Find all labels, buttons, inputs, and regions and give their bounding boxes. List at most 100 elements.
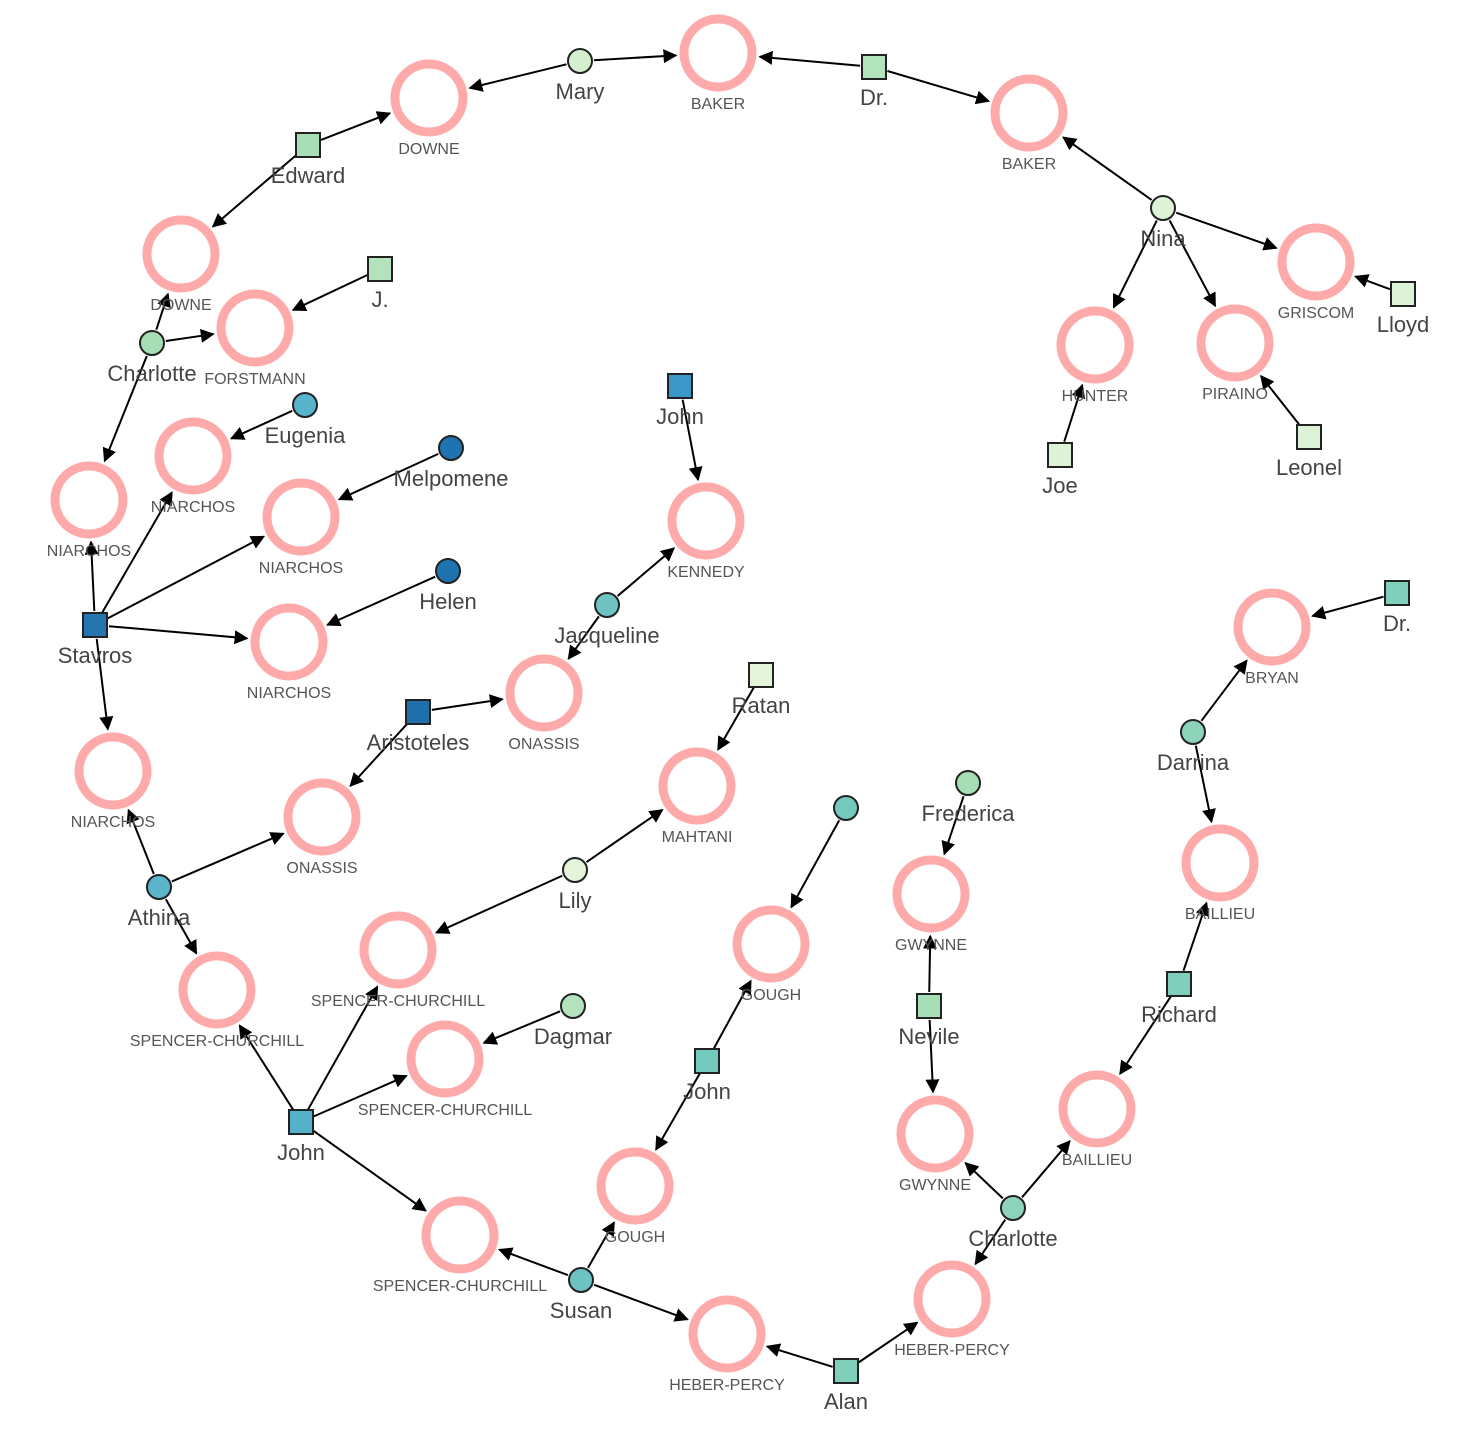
family-node[interactable]: NIARCHOS	[259, 478, 343, 577]
edge-p3-f3	[320, 111, 392, 141]
edge-p24-f23	[655, 1072, 701, 1151]
person-node[interactable]: Frederica	[922, 770, 1016, 826]
family-node[interactable]: BAILLIEU	[1181, 824, 1259, 923]
person-node[interactable]: Ratan	[732, 662, 791, 718]
person-node[interactable]: Darrina	[1157, 719, 1230, 775]
edge-p2-f2	[887, 70, 991, 105]
edge-p4-f2	[1062, 136, 1153, 201]
family-node[interactable]: KENNEDY	[667, 482, 745, 581]
nodes-layer: BAKERBAKERDOWNEDOWNEFORSTMANNGRISCOMHUNT…	[47, 14, 1430, 1414]
family-label: GWYNNE	[899, 1177, 971, 1194]
family-node[interactable]: GWYNNE	[892, 855, 970, 954]
person-node[interactable]: J.	[367, 256, 393, 312]
person-square-marker	[1047, 442, 1073, 468]
family-node[interactable]: BAKER	[990, 74, 1068, 173]
edge-p23-f18	[238, 1024, 295, 1111]
family-node[interactable]: GRISCOM	[1277, 223, 1355, 322]
family-ring	[896, 1095, 974, 1173]
edge-p18-f13	[126, 808, 155, 875]
family-node[interactable]: SPENCER-CHURCHILL	[373, 1196, 547, 1295]
family-node[interactable]: FORSTMANN	[204, 289, 306, 388]
person-label: Mary	[556, 79, 605, 104]
family-node[interactable]: NIARCHOS	[247, 603, 331, 702]
family-node[interactable]: HUNTER	[1056, 306, 1134, 405]
person-label: Helen	[419, 589, 476, 614]
family-ring	[421, 1196, 499, 1274]
family-ring	[892, 855, 970, 933]
person-circle-marker	[562, 857, 588, 883]
person-node[interactable]: Lily	[558, 857, 592, 913]
family-node[interactable]: HEBER-PERCY	[894, 1260, 1010, 1359]
person-node[interactable]: Melpomene	[394, 435, 509, 491]
edge-p29-f23	[587, 1221, 615, 1269]
person-label: John	[656, 404, 704, 429]
edge-p23-f21	[311, 1129, 427, 1212]
family-node[interactable]: NIARCHOS	[47, 461, 131, 560]
person-node[interactable]: Dagmar	[534, 993, 612, 1049]
family-node[interactable]: SPENCER-CHURCHILL	[311, 911, 485, 1010]
edge-p13-f11	[106, 535, 266, 620]
family-ring	[250, 603, 328, 681]
family-node[interactable]: GWYNNE	[896, 1095, 974, 1194]
person-node[interactable]: Eugenia	[265, 392, 347, 448]
person-node[interactable]: Dr.	[1383, 580, 1411, 636]
person-circle-marker	[568, 1267, 594, 1293]
family-node[interactable]: GOUGH	[596, 1147, 674, 1246]
family-node[interactable]: BAKER	[679, 14, 757, 113]
person-node[interactable]: Charlotte	[107, 330, 197, 386]
person-node[interactable]: Susan	[550, 1267, 612, 1323]
family-label: SPENCER-CHURCHILL	[358, 1102, 532, 1119]
person-node[interactable]: Edward	[271, 132, 346, 188]
family-label: NIARCHOS	[259, 560, 343, 577]
family-node[interactable]: SPENCER-CHURCHILL	[130, 951, 304, 1050]
edge-p28-f28	[1311, 595, 1384, 620]
person-node[interactable]: Dr.	[860, 54, 888, 110]
person-node[interactable]: Nina	[1140, 195, 1186, 251]
family-label: NIARCHOS	[71, 814, 155, 831]
person-node[interactable]: Charlotte	[968, 1195, 1058, 1251]
person-circle-marker	[1180, 719, 1206, 745]
family-node[interactable]: PIRAINO	[1196, 304, 1274, 403]
person-node[interactable]: Nevile	[898, 993, 960, 1049]
family-label: KENNEDY	[667, 564, 745, 581]
edge-p31-f25	[857, 1321, 919, 1364]
family-ring	[679, 14, 757, 92]
person-label: Stavros	[58, 643, 133, 668]
person-node[interactable]: John	[277, 1109, 325, 1165]
person-node[interactable]: Alan	[824, 1358, 868, 1414]
person-node[interactable]: Jacqueline	[554, 592, 660, 648]
family-node[interactable]: ONASSIS	[283, 778, 361, 877]
person-node[interactable]: Aristoteles	[367, 699, 470, 755]
family-node[interactable]: MAHTANI	[658, 747, 736, 846]
person-node[interactable]: John	[683, 1048, 731, 1104]
family-label: PIRAINO	[1202, 386, 1268, 403]
family-node[interactable]: NIARCHOS	[71, 732, 155, 831]
person-node[interactable]: Stavros	[58, 612, 133, 668]
family-node[interactable]: GOUGH	[732, 905, 810, 1004]
person-node[interactable]: Mary	[556, 48, 605, 104]
family-node[interactable]: BRYAN	[1233, 588, 1311, 687]
family-node[interactable]: SPENCER-CHURCHILL	[358, 1020, 532, 1119]
family-node[interactable]: ONASSIS	[505, 654, 583, 753]
family-node[interactable]: NIARCHOS	[151, 417, 235, 516]
person-node[interactable]: Lloyd	[1377, 281, 1430, 337]
person-label: Dr.	[860, 85, 888, 110]
family-node[interactable]: DOWNE	[390, 59, 468, 158]
family-node[interactable]: HEBER-PERCY	[669, 1295, 785, 1394]
person-node[interactable]: Helen	[419, 558, 477, 614]
edge-p4-f7	[1112, 220, 1158, 309]
family-node[interactable]: BAILLIEU	[1058, 1070, 1136, 1169]
person-node[interactable]	[833, 795, 859, 821]
family-node[interactable]: DOWNE	[142, 215, 220, 314]
edge-p30-f25	[974, 1219, 1007, 1266]
person-circle-marker	[146, 874, 172, 900]
person-square-marker	[1296, 424, 1322, 450]
person-node[interactable]: Athina	[128, 874, 191, 930]
person-node[interactable]: John	[656, 373, 704, 429]
edges-layer	[84, 49, 1391, 1368]
person-node[interactable]: Richard	[1141, 971, 1217, 1027]
person-label: John	[277, 1140, 325, 1165]
person-node[interactable]: Leonel	[1276, 424, 1342, 480]
person-node[interactable]: Joe	[1042, 442, 1078, 498]
family-ring	[178, 951, 256, 1029]
